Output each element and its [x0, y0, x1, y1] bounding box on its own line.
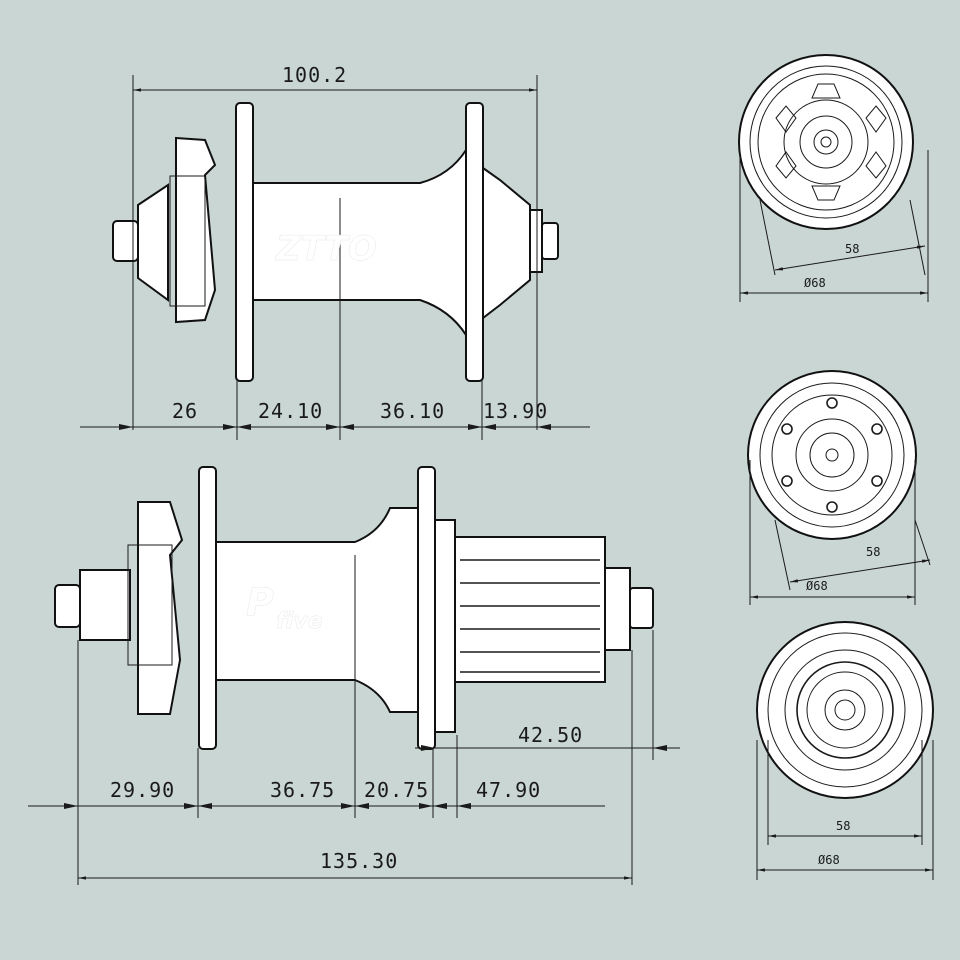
rear-logo-word: five	[276, 609, 323, 634]
rear-hub-drawing: P five 42.50 29.90 36.75 20.75 47.90 135…	[28, 466, 680, 885]
flange-2-outer-dim: Ø68	[806, 579, 828, 593]
front-logo: ZTTO	[275, 229, 377, 269]
rear-disc-mount	[137, 501, 184, 715]
rear-axle-left	[54, 584, 81, 628]
rear-left-flange	[198, 466, 217, 750]
flange-view-1: 58 Ø68	[738, 54, 929, 302]
flange-view-2: 58 Ø68	[747, 370, 931, 605]
front-left-flange	[235, 102, 254, 382]
rear-seg-4: 47.90	[476, 778, 541, 802]
flange-view-3: 58 Ø68	[756, 621, 934, 880]
rear-overall-width: 135.30	[320, 849, 398, 873]
flange-2-outer	[747, 370, 917, 540]
rear-cassette-dim: 42.50	[518, 723, 583, 747]
front-right-nut	[529, 209, 543, 273]
rear-seg-3: 20.75	[364, 778, 429, 802]
front-axle-right	[541, 222, 559, 260]
front-left-cone	[137, 183, 169, 302]
flange-1-outer-dim: Ø68	[804, 276, 826, 290]
front-seg-4: 13.90	[483, 399, 548, 423]
rear-left-nut	[79, 569, 131, 641]
rear-disc-inner	[127, 544, 173, 666]
freehub-splines	[460, 559, 600, 673]
front-seg-1: 26	[172, 399, 198, 423]
flange-3-outer-dim: Ø68	[818, 853, 840, 867]
flange-2-inner-dim: 58	[866, 545, 880, 559]
rear-seg-2: 36.75	[270, 778, 335, 802]
rear-flange-shoulder	[434, 519, 456, 733]
flange-2-bolts	[781, 397, 883, 513]
front-hub-drawing: ZTTO 100.2 26 24.10 36.10 13.90	[80, 63, 590, 440]
front-seg-2: 24.10	[258, 399, 323, 423]
freehub-body	[454, 536, 606, 683]
rear-right-nut	[604, 567, 631, 651]
flange-1-inner-dim: 58	[845, 242, 859, 256]
rear-axle-right	[629, 587, 654, 629]
front-right-flange	[465, 102, 484, 382]
flange-1-outer	[738, 54, 914, 230]
front-segment-arrows	[119, 424, 551, 430]
flange-1-spider	[775, 83, 887, 201]
rear-seg-1: 29.90	[110, 778, 175, 802]
front-disc-mount	[175, 136, 217, 324]
front-axle-left	[112, 220, 139, 262]
front-overall-width: 100.2	[282, 63, 347, 87]
rear-right-flange	[417, 466, 436, 750]
front-disc-inner	[169, 175, 206, 307]
rear-logo-letter: P	[246, 580, 274, 624]
flange-3-inner-dim: 58	[836, 819, 850, 833]
front-right-cone	[482, 166, 531, 321]
front-seg-3: 36.10	[380, 399, 445, 423]
flange-3-outer	[756, 621, 934, 799]
